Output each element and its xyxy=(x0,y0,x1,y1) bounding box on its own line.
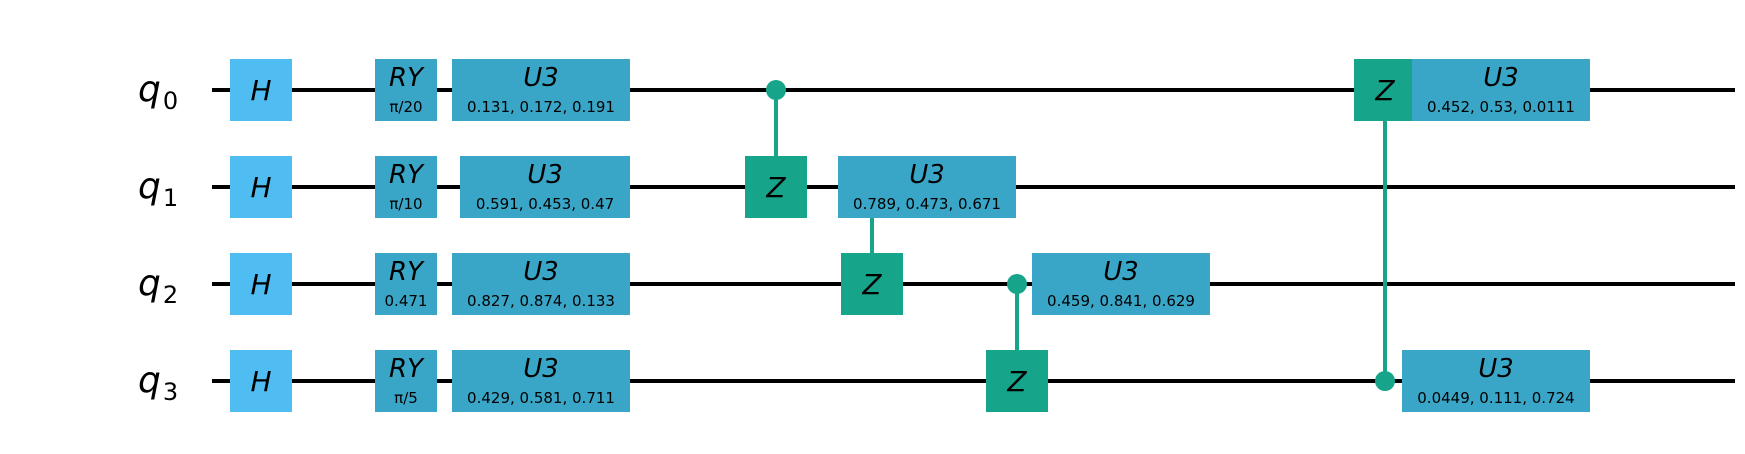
qubit-wires xyxy=(212,88,1735,383)
u3-q2-b-box xyxy=(1032,253,1210,315)
h-q1-label: H xyxy=(250,171,271,204)
qubit-label-3: q3 xyxy=(138,360,178,406)
u3-q3-a-box xyxy=(452,350,630,412)
ry-q3-box xyxy=(375,350,437,412)
u3-q0-b-params: 0.452, 0.53, 0.0111 xyxy=(1427,98,1575,116)
qubit-label-index: 2 xyxy=(163,281,178,309)
u3-q0-b-label: U3 xyxy=(1483,63,1519,93)
ry-q0-box xyxy=(375,59,437,121)
h-q1-box xyxy=(230,156,292,218)
ry-q1-label: RY xyxy=(389,160,425,190)
u3-q1-b-params: 0.789, 0.473, 0.671 xyxy=(853,195,1001,213)
qubit-label-index: 0 xyxy=(163,87,178,115)
qubit-label-base: q xyxy=(138,263,161,304)
cz-2-3-target-box xyxy=(986,350,1048,412)
u3-q3-b-box xyxy=(1402,350,1590,412)
qubit-label-base: q xyxy=(138,360,161,401)
ry-q1-params: π/10 xyxy=(389,195,422,213)
u3-q0-b-box xyxy=(1412,59,1590,121)
cz-2-3-control-dot xyxy=(1007,274,1027,294)
cz-1-2-target-box xyxy=(841,253,903,315)
u3-q0-a-label: U3 xyxy=(523,63,559,93)
controlled-gate-connectors xyxy=(774,90,1387,381)
cz-0-1-target-box xyxy=(745,156,807,218)
cz-0-1-label: Z xyxy=(765,171,786,204)
u3-q3-b-label: U3 xyxy=(1478,354,1514,384)
u3-q1-a-label: U3 xyxy=(527,160,563,190)
u3-q0-a-params: 0.131, 0.172, 0.191 xyxy=(467,98,615,116)
u3-q2-a-params: 0.827, 0.874, 0.133 xyxy=(467,292,615,310)
qubit-label-base: q xyxy=(138,69,161,110)
u3-q1-b-box xyxy=(838,156,1016,218)
qubit-label-index: 3 xyxy=(163,378,178,406)
qubit-label-1: q1 xyxy=(138,166,178,212)
h-q2-label: H xyxy=(250,268,271,301)
u3-q1-a-params: 0.591, 0.453, 0.47 xyxy=(476,195,614,213)
ry-q1-box xyxy=(375,156,437,218)
u3-q1-a-box xyxy=(460,156,630,218)
cz-0-1-control-dot xyxy=(766,80,786,100)
ry-q0-label: RY xyxy=(389,63,425,93)
u3-q3-b-params: 0.0449, 0.111, 0.724 xyxy=(1417,389,1574,407)
qubit-label-0: q0 xyxy=(138,69,178,115)
h-q0-box xyxy=(230,59,292,121)
h-q0-label: H xyxy=(250,74,271,107)
u3-q3-a-params: 0.429, 0.581, 0.711 xyxy=(467,389,615,407)
u3-q2-a-box xyxy=(452,253,630,315)
h-q2-box xyxy=(230,253,292,315)
u3-q2-b-params: 0.459, 0.841, 0.629 xyxy=(1047,292,1195,310)
qubit-label-2: q2 xyxy=(138,263,178,309)
cz-3-0-label: Z xyxy=(1374,74,1395,107)
u3-q2-b-label: U3 xyxy=(1103,257,1139,287)
u3-q1-b-label: U3 xyxy=(909,160,945,190)
cz-1-2-label: Z xyxy=(861,268,882,301)
ry-q2-box xyxy=(375,253,437,315)
h-q3-label: H xyxy=(250,365,271,398)
ry-q3-label: RY xyxy=(389,354,425,384)
ry-q2-params: 0.471 xyxy=(385,292,428,310)
qubit-label-base: q xyxy=(138,166,161,207)
u3-q0-a-box xyxy=(452,59,630,121)
ry-q2-label: RY xyxy=(389,257,425,287)
ry-q3-params: π/5 xyxy=(394,389,418,407)
u3-q2-a-label: U3 xyxy=(523,257,559,287)
h-q3-box xyxy=(230,350,292,412)
cz-3-0-target-box xyxy=(1354,59,1416,121)
cz-3-0-control-dot xyxy=(1375,371,1395,391)
qubit-label-index: 1 xyxy=(163,184,178,212)
cz-2-3-label: Z xyxy=(1006,365,1027,398)
u3-q3-a-label: U3 xyxy=(523,354,559,384)
ry-q0-params: π/20 xyxy=(389,98,422,116)
